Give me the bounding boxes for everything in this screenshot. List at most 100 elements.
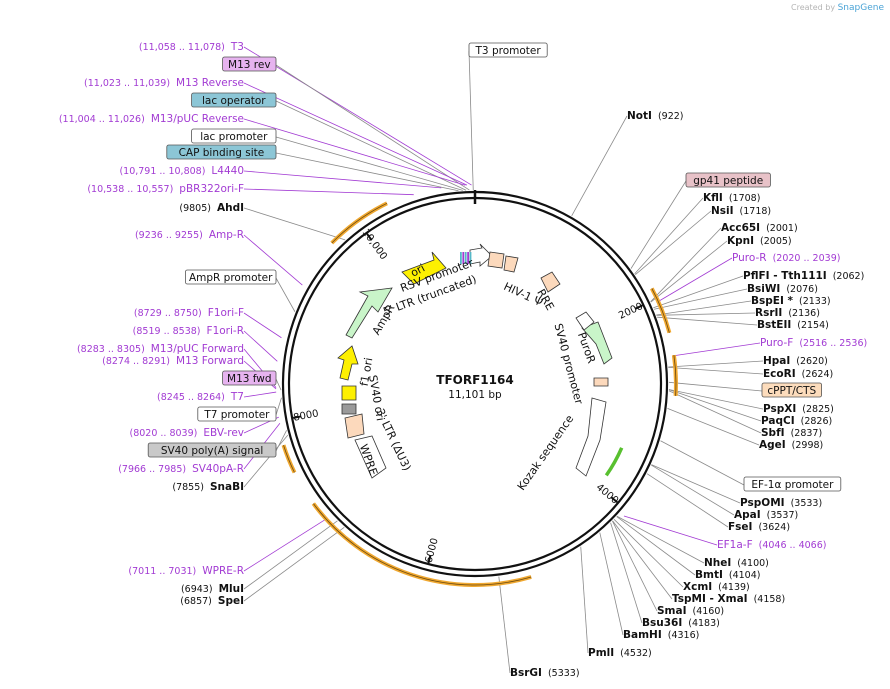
leader-line: [275, 277, 296, 312]
primer-label: (9236 .. 9255)Amp-R: [135, 229, 244, 241]
enzyme-label: NotI(922): [627, 110, 683, 122]
primer-label: (8274 .. 8291)M13 Forward: [102, 355, 244, 367]
leader-line: [613, 519, 684, 588]
lac-region-marker: [464, 252, 467, 264]
leader-line: [275, 378, 282, 391]
leader-line: [668, 367, 764, 375]
leader-line: [646, 473, 729, 528]
feature-box-label: SV40 poly(A) signal: [161, 445, 264, 457]
feature-box: [222, 370, 277, 386]
ef1a-arrow-arc: [604, 447, 624, 477]
feature-box: [743, 476, 842, 492]
primer-label: (7966 .. 7985)SV40pA-R: [118, 463, 244, 475]
orf-arc-center: [283, 444, 295, 473]
scale-tick: [292, 415, 302, 419]
leader-line: [243, 330, 278, 362]
leader-line: [243, 207, 346, 241]
primer-label: (10,538 .. 10,557)pBR322ori-F: [87, 183, 244, 195]
leader-line: [616, 516, 696, 576]
leader-line: [243, 520, 338, 590]
primer-label: (10,791 .. 10,808)L4440: [119, 165, 244, 177]
leader-line: [656, 300, 752, 316]
enzyme-label: BsiWI(2076): [747, 283, 818, 295]
leader-line: [668, 390, 762, 434]
orf-arc-center: [673, 355, 677, 396]
leader-line: [571, 115, 628, 217]
leader-line: [610, 522, 643, 624]
psi-feature: [503, 255, 519, 273]
feature-box-label: T7 promoter: [203, 409, 270, 421]
leader-line: [668, 381, 763, 392]
orf-arc-center: [331, 202, 388, 244]
scale-tick: [366, 233, 373, 241]
enzyme-label: (6943)MluI: [181, 583, 244, 595]
feature-box: [197, 406, 277, 422]
lac-region-marker: [460, 252, 462, 264]
enzyme-label: XcmI(4139): [683, 581, 750, 593]
leader-line: [275, 397, 282, 416]
feature-box-label: lac operator: [202, 95, 266, 107]
enzyme-label: Bsu36I(4183): [642, 617, 720, 629]
leader-line: [275, 152, 459, 192]
plasmid-size: 11,101 bp: [448, 389, 502, 401]
leader-line: [243, 188, 414, 196]
primer-label: EF1a-F(4046 .. 4066): [717, 539, 826, 551]
feature-box-label: CAP binding site: [179, 147, 265, 159]
plasmid-name: TFORF1164: [436, 373, 513, 387]
ampr-feature: [345, 287, 393, 339]
enzyme-label: PaqCI(2826): [761, 415, 832, 427]
lac-region-marker: [462, 252, 465, 264]
feature-box-label: gp41 peptide: [693, 175, 763, 187]
scale-tick-label: 2000: [617, 301, 645, 322]
enzyme-label: KpnI(2005): [727, 235, 792, 247]
feature-box: [761, 382, 822, 398]
feature-box: [222, 56, 277, 72]
snapgene-credit: Created by SnapGene: [791, 3, 884, 13]
leader-line: [651, 464, 735, 516]
rre-feature: [540, 271, 561, 293]
enzyme-label: BsrGI(5333): [510, 667, 580, 679]
scale-tick: [610, 496, 618, 503]
orf-arc-center: [651, 288, 670, 333]
ef1a-feature: [575, 397, 607, 477]
leader-line: [668, 389, 762, 422]
scale-tick: [634, 304, 643, 310]
leader-line: [275, 64, 470, 191]
primer-label: Puro-F(2516 .. 2536): [760, 337, 867, 349]
feature-box-label: lac promoter: [200, 131, 268, 143]
feature-box-label: M13 fwd: [227, 373, 272, 385]
leader-line: [651, 464, 741, 504]
enzyme-label: AgeI(2998): [759, 439, 823, 451]
feature-box: [166, 144, 277, 160]
leader-line: [653, 288, 748, 310]
credit-prefix: Created by: [791, 3, 836, 12]
leader-line: [623, 515, 718, 546]
primer-label: (7011 .. 7031)WPRE-R: [128, 565, 244, 577]
leader-line: [671, 342, 761, 357]
leader-line: [667, 408, 760, 446]
rsv-promoter-feature: [469, 243, 493, 267]
leader-line: [650, 240, 728, 303]
feature-box: [147, 442, 277, 458]
feature-box-label: AmpR promoter: [189, 272, 273, 284]
enzyme-label: BmtI(4104): [695, 569, 760, 581]
lac-region-marker: [467, 252, 469, 264]
leader-line: [630, 180, 687, 269]
leader-line: [650, 227, 722, 302]
enzyme-label: HpaI(2620): [763, 355, 828, 367]
leader-line: [616, 515, 705, 564]
primer-label: (8519 .. 8538)F1ori-R: [133, 325, 244, 337]
leader-line: [243, 46, 472, 186]
primer-label: (8020 .. 8039)EBV-rev: [130, 427, 245, 439]
leader-line: [599, 532, 624, 636]
enzyme-label: TspMI - XmaI(4158): [672, 593, 785, 605]
leader-line: [498, 576, 511, 674]
sv40-promoter-feature: [575, 311, 595, 331]
enzyme-label: BamHI(4316): [623, 629, 699, 641]
primer-label: (8283 .. 8305)M13/pUC Forward: [77, 343, 244, 355]
scale-tick: [427, 555, 432, 564]
leader-line: [657, 316, 758, 326]
leader-line: [668, 389, 764, 410]
primer-label: Puro-R(2020 .. 2039): [732, 252, 840, 264]
